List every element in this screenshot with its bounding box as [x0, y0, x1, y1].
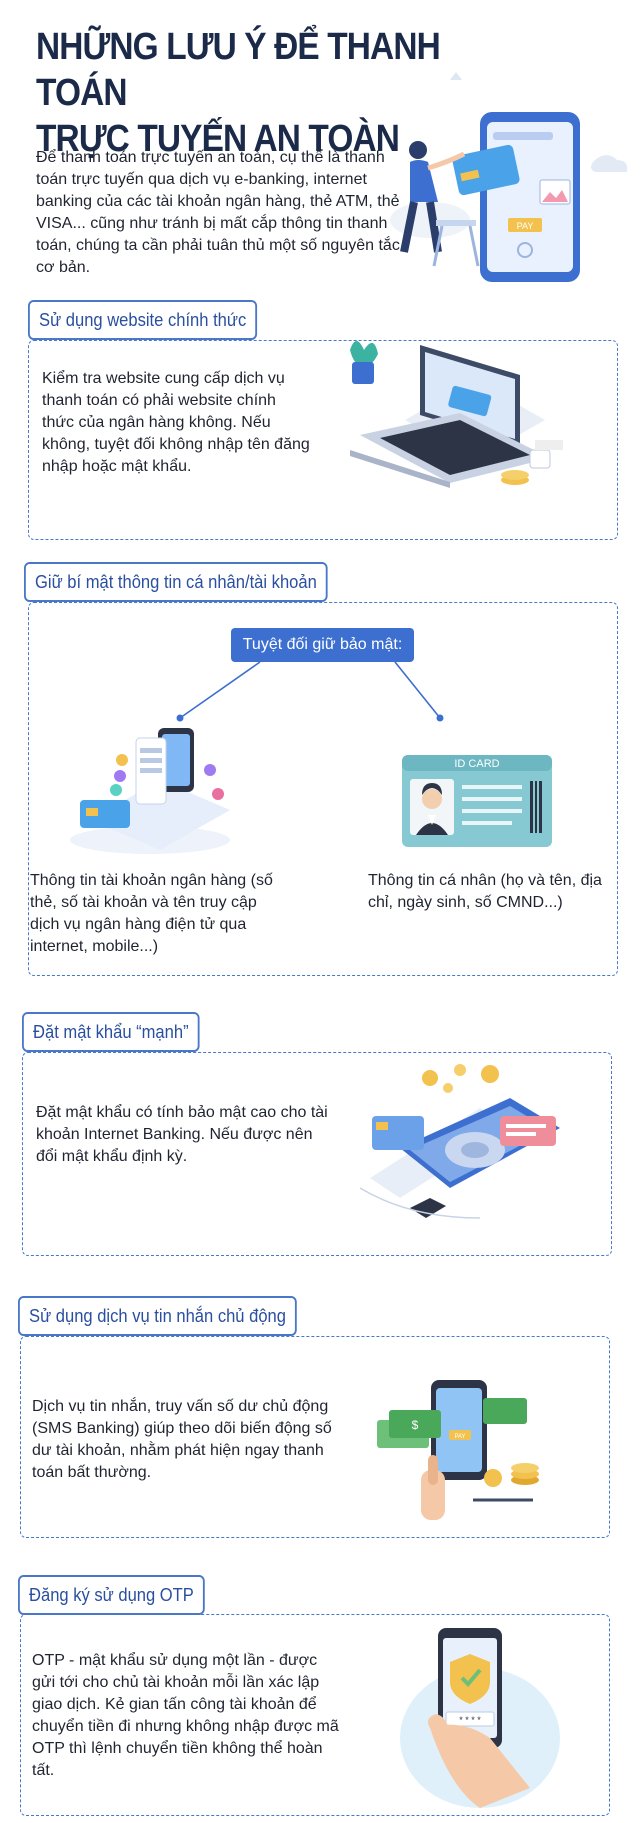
section-sms-banking-text: Dịch vụ tin nhắn, truy vấn số dư chủ độn… [32, 1398, 332, 1481]
connector-lines [176, 661, 444, 722]
banking-phone-illustration [70, 728, 230, 854]
id-card-illustration: ID CARD [402, 755, 552, 847]
page-title: NHỮNG LƯU Ý ĐỂ THANH TOÁN TRỰC TUYẾN AN … [36, 24, 441, 162]
header-phone-illustration: PAY [390, 72, 628, 282]
section-official-website-text: Kiểm tra website cung cấp dịch vụ thanh … [42, 370, 310, 475]
personal-info-text: Thông tin cá nhân (họ và tên, địa chỉ, n… [368, 872, 602, 911]
section-sms-banking [20, 1336, 610, 1538]
title-line-2: TRỰC TUYẾN AN TOÀN [36, 118, 400, 160]
section-heading-strong-password: Đặt mật khẩu “mạnh” [22, 1012, 200, 1052]
title-line-1: NHỮNG LƯU Ý ĐỂ THANH TOÁN [36, 26, 441, 114]
section-heading-sms-banking: Sử dụng dịch vụ tin nhắn chủ động [18, 1296, 298, 1336]
sms-banking-illustration: PAY $ [377, 1380, 539, 1520]
intro-paragraph: Để thanh toán trực tuyến an toàn, cụ thể… [36, 149, 400, 276]
section-otp-text: OTP - mật khẩu sử dụng một lần - được gử… [32, 1652, 339, 1779]
section-strong-password-text: Đặt mật khẩu có tính bảo mật cao cho tài… [36, 1104, 328, 1165]
section-official-website [28, 340, 618, 540]
phone-pay-label: PAY [517, 221, 534, 231]
section-heading-otp: Đăng ký sử dụng OTP [18, 1575, 205, 1615]
section-heading-official-website: Sử dụng website chính thức [28, 300, 258, 340]
laptop-card-illustration [350, 341, 563, 488]
section-strong-password [22, 1052, 612, 1256]
id-card-label: ID CARD [454, 758, 499, 770]
otp-phone-illustration: * * * * [400, 1628, 560, 1808]
bank-account-info-text: Thông tin tài khoản ngân hàng (số thẻ, s… [30, 872, 273, 955]
otp-mask-label: * * * * [459, 1715, 481, 1725]
section-heading-private-info: Giữ bí mật thông tin cá nhân/tài khoản [24, 562, 328, 602]
password-lock-illustration [359, 1064, 560, 1219]
sms-pay-label: PAY [454, 1434, 465, 1440]
section-otp [20, 1614, 610, 1816]
dollar-bill-icon: $ [412, 1418, 419, 1432]
keep-secret-pill: Tuyệt đối giữ bảo mật: [231, 628, 414, 662]
section-private-info [28, 602, 618, 976]
